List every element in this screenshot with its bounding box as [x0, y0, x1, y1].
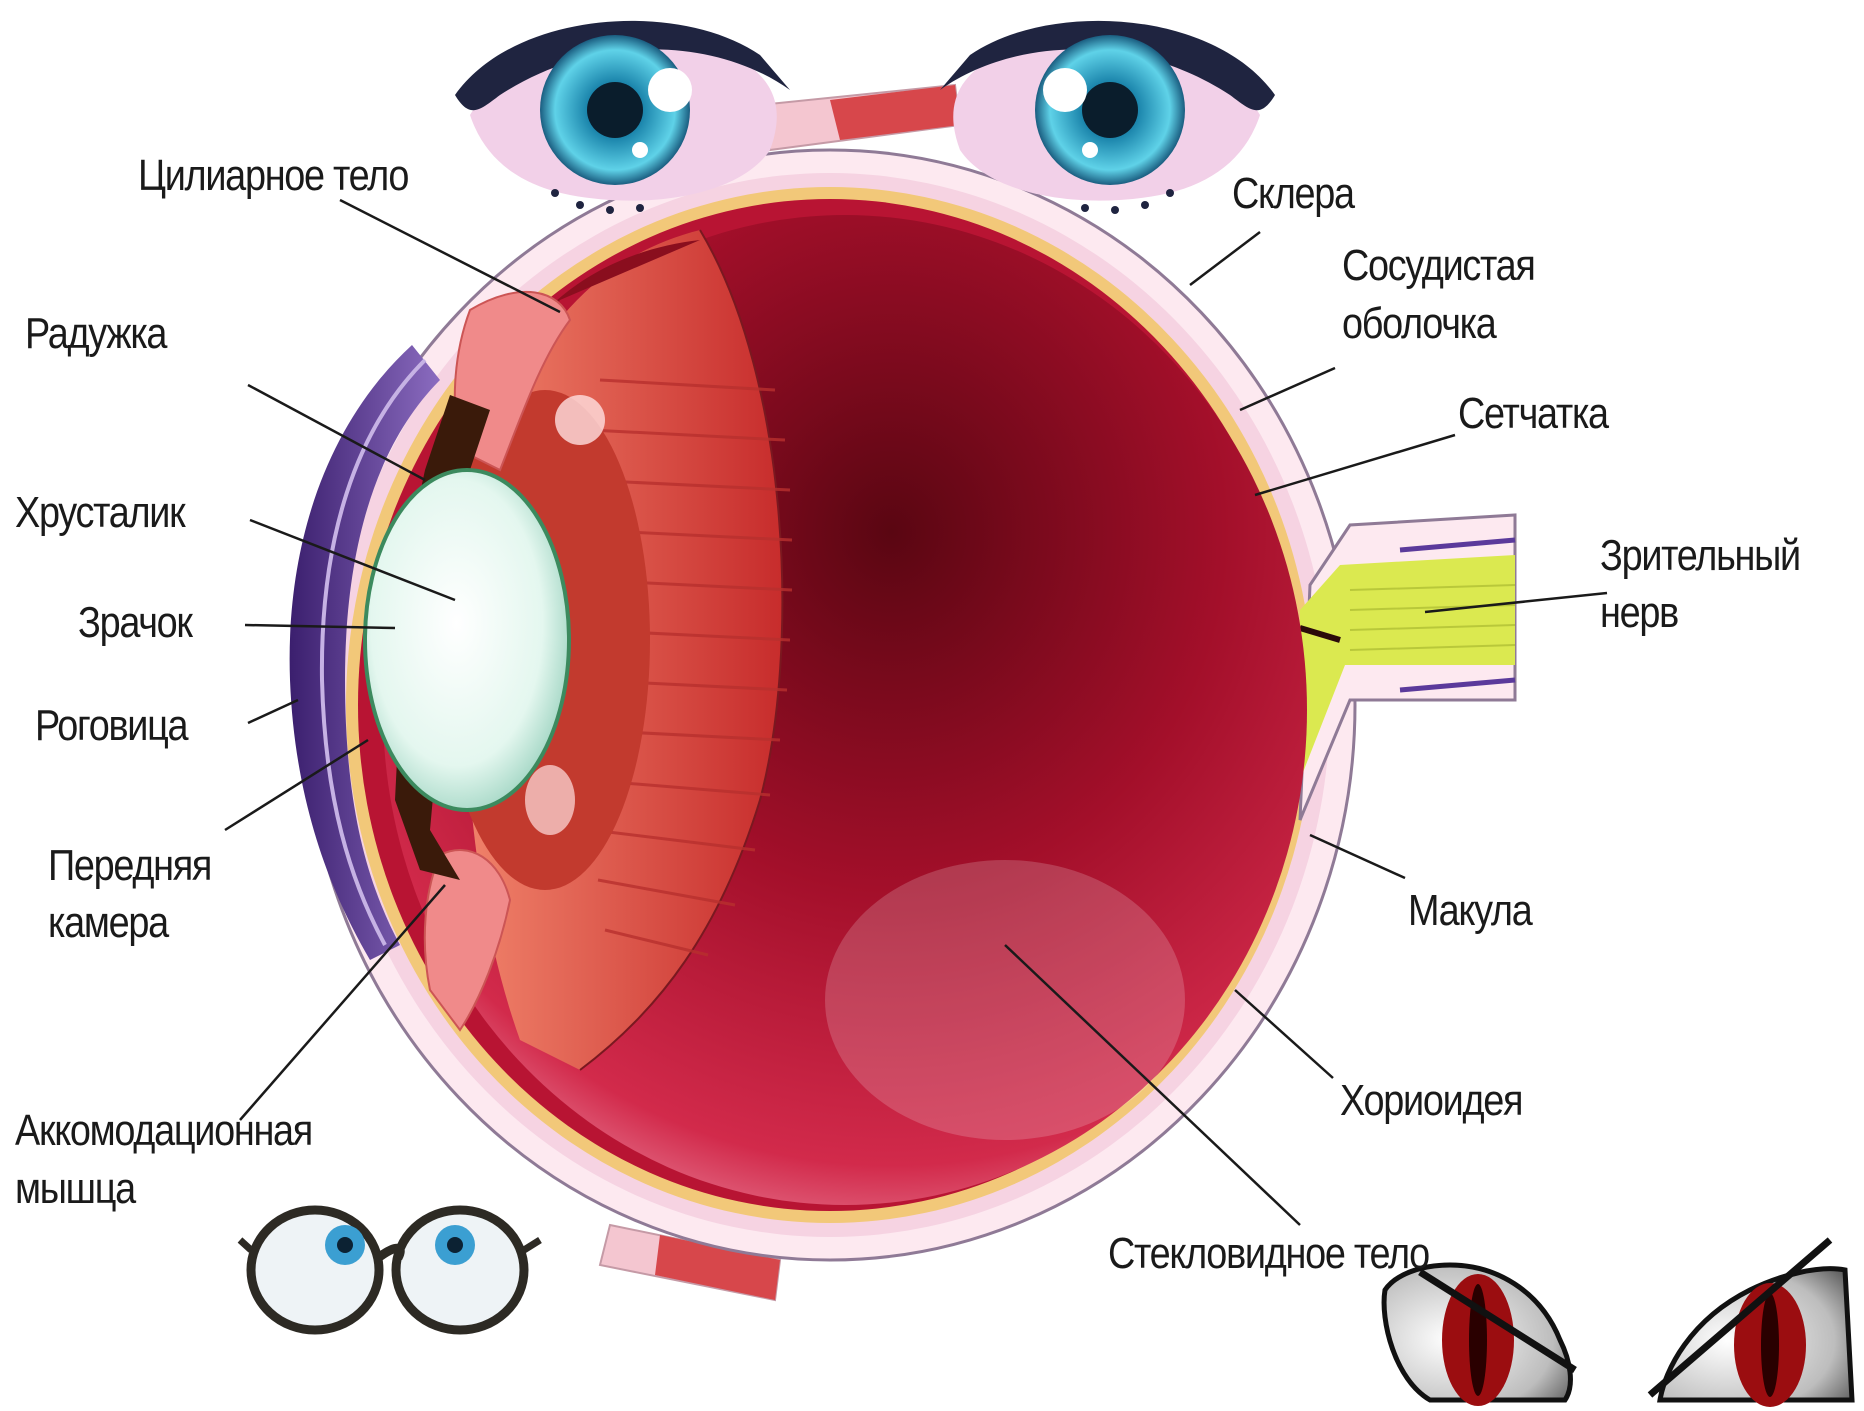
- label-retina: Сетчатка: [1458, 388, 1608, 440]
- glasses-eyes-decoration: [240, 1210, 540, 1330]
- label-vitreous: Стекловидное тело: [1108, 1228, 1429, 1280]
- label-anterior-line2: камера: [48, 897, 168, 949]
- ciliary-highlight-bottom: [525, 765, 575, 835]
- label-lens: Хрусталик: [15, 487, 184, 539]
- label-accommodation-line2: мышца: [15, 1163, 135, 1215]
- label-vascular-line2: оболочка: [1342, 298, 1495, 350]
- label-anterior-line1: Передняя: [48, 840, 211, 892]
- anime-eye-left: [455, 21, 790, 201]
- label-iris: Радужка: [25, 308, 166, 360]
- label-cornea: Роговица: [35, 700, 187, 752]
- label-ciliary-body: Цилиарное тело: [138, 150, 408, 202]
- vitreous-highlight: [825, 860, 1185, 1140]
- ciliary-highlight-top: [555, 395, 605, 445]
- red-cat-eyes-decoration: [1384, 1240, 1852, 1407]
- label-vascular-line1: Сосудистая: [1342, 240, 1535, 292]
- anime-eye-right: [940, 21, 1275, 201]
- label-macula: Макула: [1408, 885, 1531, 937]
- lens-shape: [365, 470, 569, 810]
- label-optic-line1: Зрительный: [1600, 530, 1800, 582]
- label-sclera: Склера: [1232, 168, 1354, 220]
- label-optic-line2: нерв: [1600, 587, 1678, 639]
- label-pupil: Зрачок: [78, 597, 192, 649]
- label-accommodation-line1: Аккомодационная: [15, 1105, 312, 1157]
- label-choroid: Хориоидея: [1340, 1075, 1522, 1127]
